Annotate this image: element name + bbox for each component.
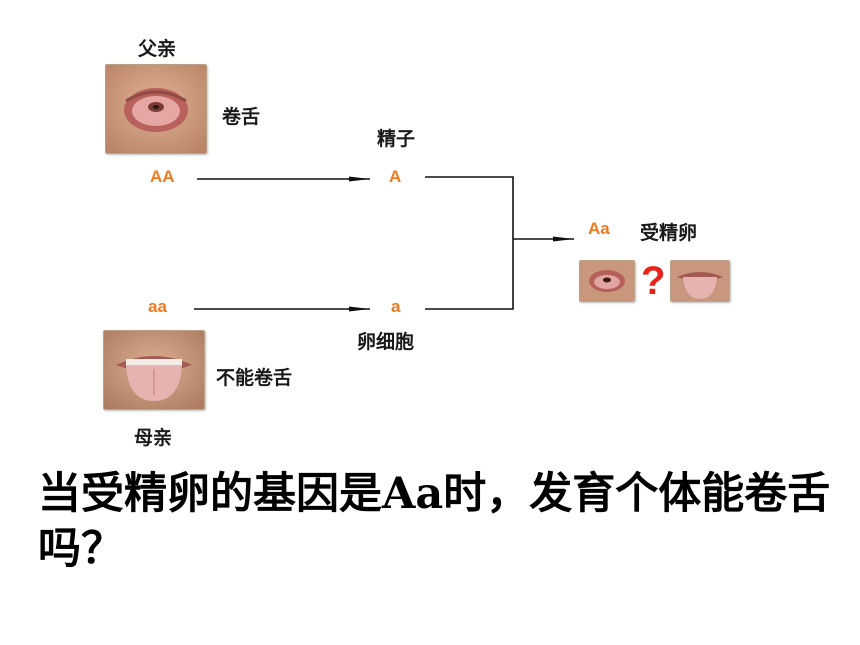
egg-title: 卵细胞 — [357, 331, 415, 353]
question-mark-icon: ? — [641, 259, 666, 303]
zygote-title: 受精卵 — [640, 222, 698, 244]
offspring-rolled-tongue-photo — [579, 260, 635, 302]
mother-tongue-out-photo — [103, 330, 205, 410]
question-text: 当受精卵的基因是Aa时，发育个体能卷舌吗？ — [38, 469, 831, 574]
mother-genotype: aa — [148, 297, 167, 316]
egg-allele: a — [391, 297, 401, 316]
zygote-genotype: Aa — [588, 219, 610, 238]
offspring-tongue-out-photo — [670, 260, 730, 302]
mother-trait-label: 不能卷舌 — [216, 367, 293, 389]
father-rolled-tongue-photo — [105, 64, 207, 154]
father-trait-label: 卷舌 — [222, 106, 261, 128]
sperm-title: 精子 — [377, 128, 416, 150]
mother-title: 母亲 — [134, 427, 173, 449]
father-genotype: AA — [150, 167, 175, 186]
sperm-allele: A — [389, 167, 402, 186]
sperm-bracket-line — [425, 176, 514, 310]
father-title: 父亲 — [138, 38, 177, 60]
